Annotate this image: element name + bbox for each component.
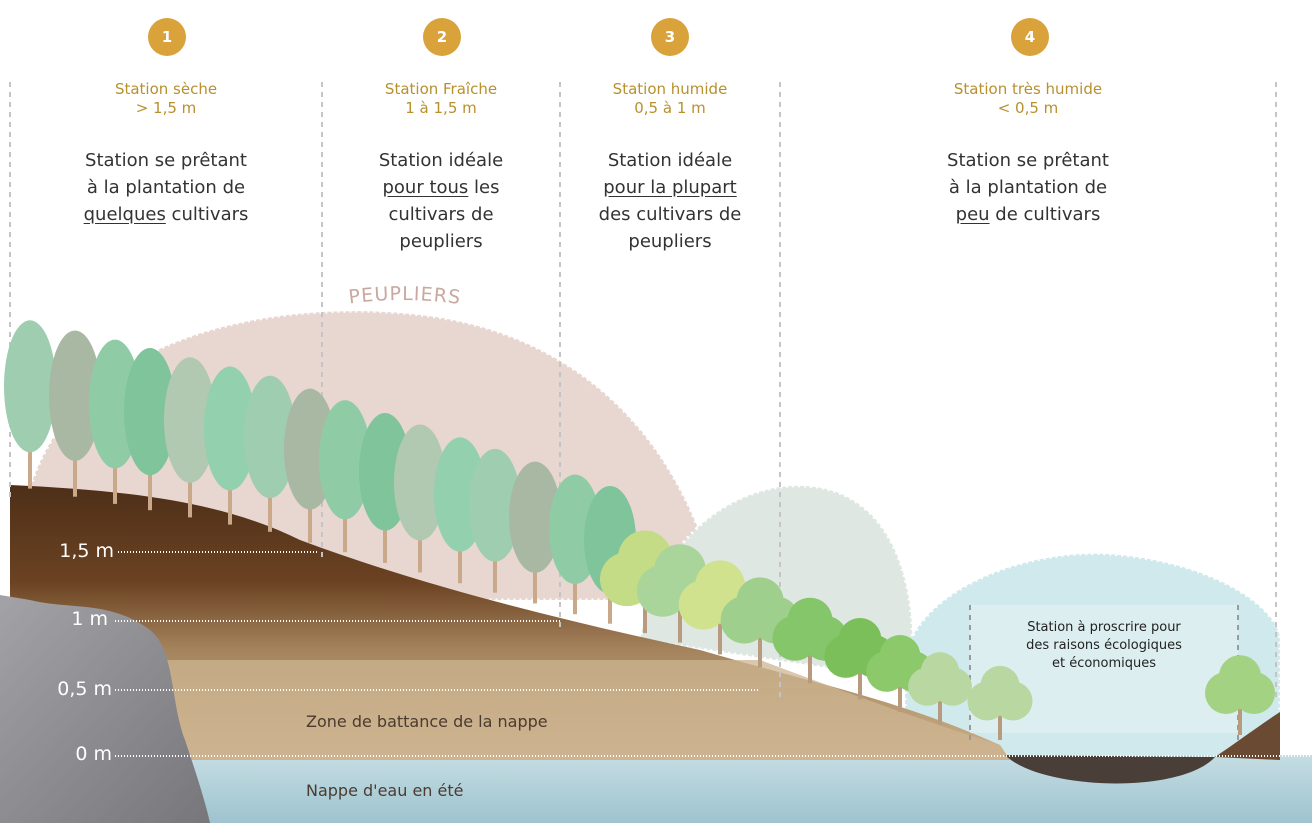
- battance-zone-label: Zone de battance de la nappe: [306, 712, 548, 731]
- station-3-title: Station humide 0,5 à 1 m: [560, 80, 780, 118]
- marsh-pond: [1005, 755, 1215, 784]
- station-2-name: Station Fraîche: [384, 80, 498, 98]
- station-4-badge: 4: [1011, 18, 1049, 56]
- station-4-depth: < 0,5 m: [997, 99, 1059, 117]
- right-bank: [1215, 712, 1280, 760]
- station-3-depth: 0,5 à 1 m: [634, 99, 706, 117]
- station-3-badge: 3: [651, 18, 689, 56]
- battance-band: [10, 660, 1010, 760]
- station-1-title: Station sèche > 1,5 m: [56, 80, 276, 118]
- station-1-name: Station sèche: [114, 80, 218, 98]
- station-4-name: Station très humide: [953, 80, 1103, 98]
- station-2-title: Station Fraîche 1 à 1,5 m: [331, 80, 551, 118]
- station-1-depth: > 1,5 m: [135, 99, 197, 117]
- proscribe-note: Station à proscrire pour des raisons éco…: [1026, 620, 1182, 671]
- station-4-title: Station très humide < 0,5 m: [918, 80, 1138, 118]
- depth-label-0-5m: 0,5 m: [57, 678, 112, 700]
- water-table-label: Nappe d'eau en été: [306, 781, 464, 800]
- rock-outcrop: [0, 595, 210, 823]
- station-3-name: Station humide: [612, 80, 728, 98]
- poplar-trees: [4, 320, 636, 624]
- station-2-depth: 1 à 1,5 m: [405, 99, 477, 117]
- zone-label-peupliers: PEUPLIERS: [347, 283, 461, 309]
- depth-label-0m: 0 m: [75, 743, 112, 765]
- station-1-badge: 1: [148, 18, 186, 56]
- station-2-badge: 2: [423, 18, 461, 56]
- depth-label-1m: 1 m: [71, 608, 108, 630]
- alder-willow-trees: [600, 530, 1275, 740]
- depth-label-1-5m: 1,5 m: [59, 540, 114, 562]
- svg-text:PEUPLIERS: PEUPLIERS: [347, 283, 462, 309]
